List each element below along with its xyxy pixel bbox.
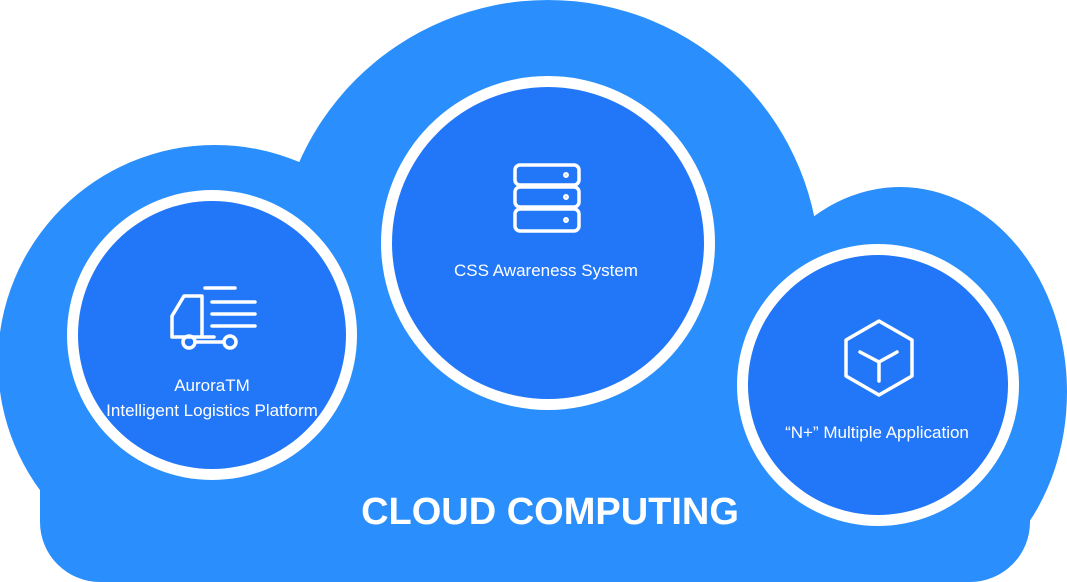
node-multiple-application: “N+” Multiple Application [737, 244, 1019, 526]
diagram-title: CLOUD COMPUTING [361, 491, 739, 533]
node-logistics-platform: AuroraTM Intelligent Logistics Platform [67, 190, 357, 480]
node-title: CSS Awareness System [454, 261, 638, 280]
node-title: AuroraTM [174, 376, 250, 395]
node-css-awareness: CSS Awareness System [381, 76, 715, 410]
node-title: “N+” Multiple Application [785, 423, 969, 442]
server-icon [513, 163, 581, 233]
node-subtitle: Intelligent Logistics Platform [106, 401, 318, 420]
cube-icon [844, 319, 914, 397]
truck-icon [170, 286, 257, 350]
